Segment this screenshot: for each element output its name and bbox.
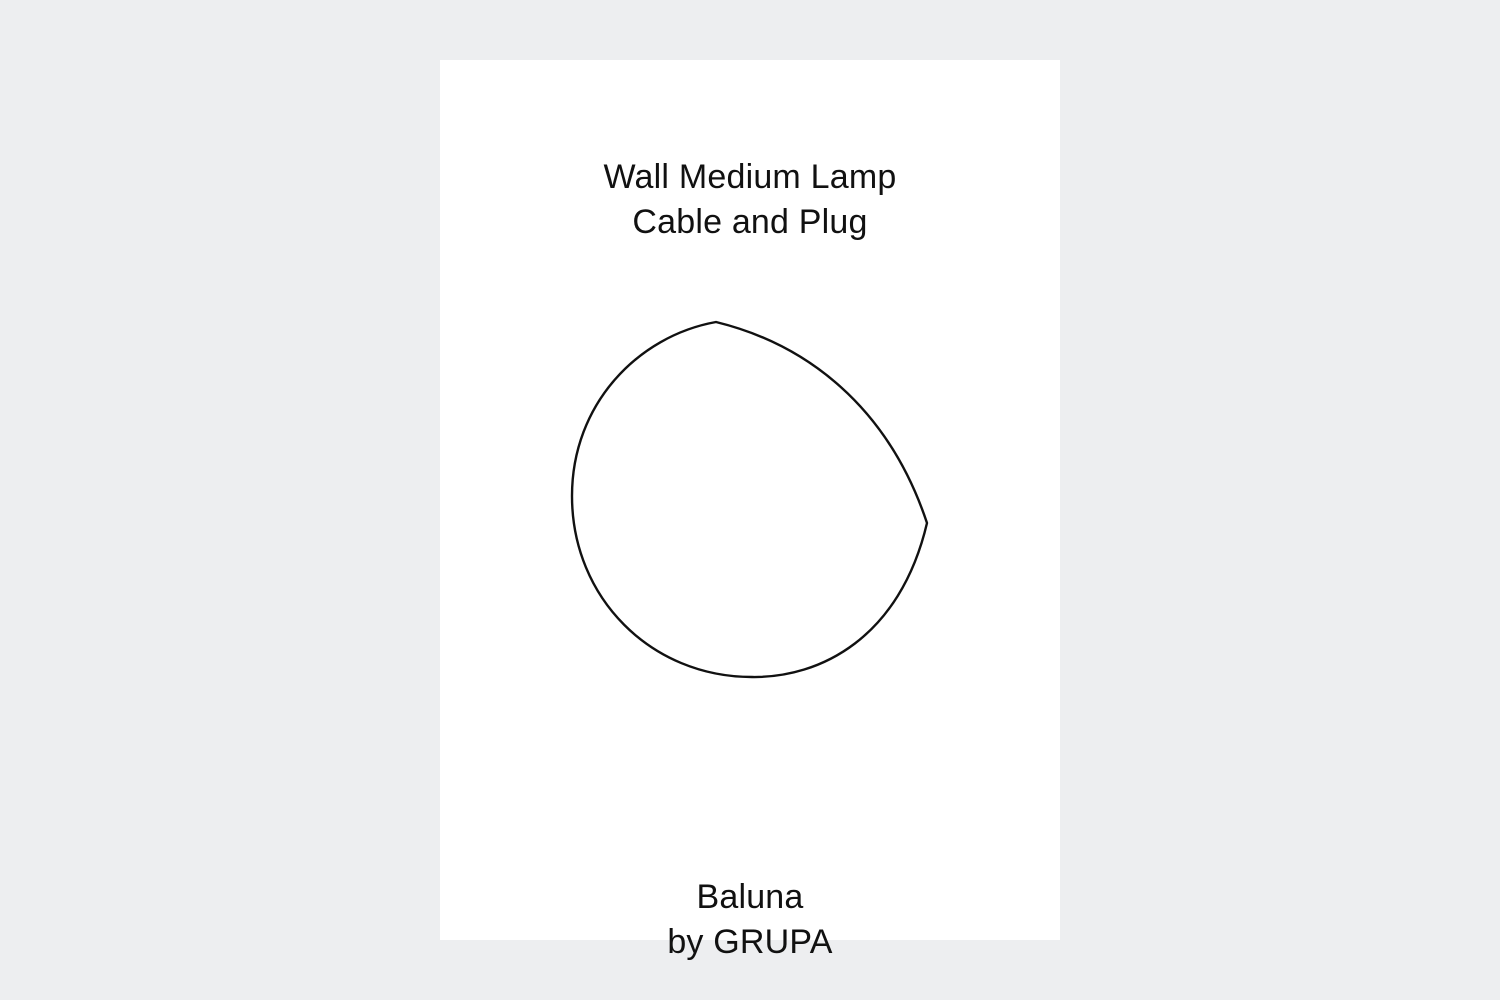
poster-title: Wall Medium Lamp Cable and Plug — [440, 155, 1060, 245]
footer-line-2: by GRUPA — [667, 923, 833, 961]
title-line-2: Cable and Plug — [632, 203, 868, 241]
title-line-1: Wall Medium Lamp — [603, 158, 897, 196]
poster-sheet: Wall Medium Lamp Cable and Plug Baluna b… — [440, 60, 1060, 961]
poster-footer: Baluna by GRUPA — [440, 875, 1060, 965]
footer-line-1: Baluna — [696, 878, 804, 916]
